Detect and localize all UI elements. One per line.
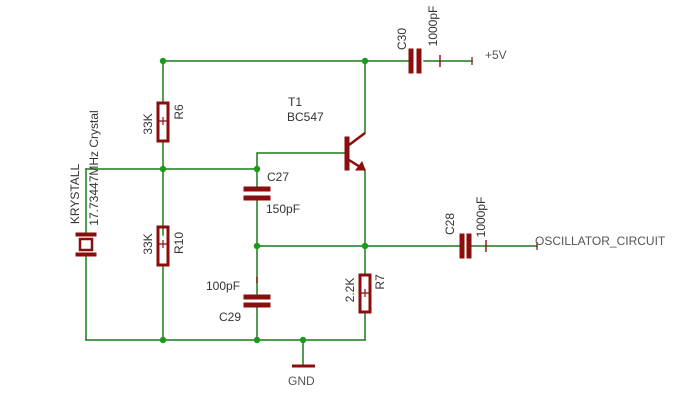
capacitor-c28-plate-left [459, 233, 465, 259]
resistor-r6-body [156, 101, 170, 143]
resistor-r7-body [358, 273, 372, 314]
wire-base [256, 152, 346, 170]
transistor-t1-collector-leg [348, 132, 366, 146]
capacitor-c30-name: C30 [395, 28, 409, 50]
resistor-r7: 2.2K R7 [343, 273, 387, 314]
capacitor-c28-value: 1000pF [474, 197, 488, 238]
capacitor-c29-name: C29 [219, 310, 241, 324]
resistor-r7-value: 2.2K [343, 278, 357, 303]
resistor-r7-name: R7 [373, 274, 387, 290]
junction-dot [253, 242, 261, 250]
transistor-t1-name: T1 [288, 95, 302, 109]
junction-dot [361, 57, 369, 65]
crystal-krystall: KRYSTALL 17.73447MHz Crystal [68, 110, 101, 257]
capacitor-c29-plate-bottom [243, 302, 271, 308]
capacitor-c29-value: 100pF [206, 279, 240, 293]
capacitor-c29-plate-top [243, 294, 271, 300]
capacitor-c30-value: 1000pF [426, 6, 440, 47]
crystal-plate-top [75, 232, 97, 237]
capacitor-c27: C27 150pF [243, 170, 300, 216]
output-net: OSCILLATOR_CIRCUIT [535, 234, 666, 250]
capacitor-c27-plate-bottom [243, 195, 271, 201]
capacitor-c30-plate-left [408, 48, 414, 74]
resistor-r6-plus [159, 117, 167, 125]
transistor-t1-emitter-arrow [355, 160, 366, 171]
resistor-r6-name: R6 [172, 104, 186, 120]
capacitor-c27-value: 150pF [266, 202, 300, 216]
capacitor-c27-plate-top [243, 186, 271, 192]
junctions [159, 57, 369, 344]
resistor-r10: 33K R10 [141, 225, 186, 267]
junction-dot [253, 336, 261, 344]
capacitor-c30: C30 1000pF [395, 6, 441, 74]
capacitor-c28-name: C28 [443, 213, 457, 235]
capacitor-c28-plate-right [466, 233, 472, 259]
resistor-r6-value: 33K [141, 113, 155, 134]
ground-symbol: GND [288, 364, 315, 388]
junction-dot [299, 336, 307, 344]
crystal-plate-bottom [75, 252, 97, 257]
resistor-r10-plus [159, 240, 167, 248]
capacitor-c30-plate-right [416, 48, 422, 74]
resistor-r7-plus [361, 289, 369, 297]
junction-dot [159, 336, 167, 344]
resistor-r10-value: 33K [141, 233, 155, 254]
resistor-r6: 33K R6 [141, 101, 186, 143]
junction-dot [253, 165, 261, 173]
crystal-value: 17.73447MHz Crystal [87, 110, 101, 225]
transistor-t1-value: BC547 [287, 110, 324, 124]
capacitor-c29: 100pF C29 [206, 277, 271, 324]
ground-label: GND [288, 374, 315, 388]
junction-dot [159, 57, 167, 65]
crystal-body [78, 237, 94, 252]
wires [85, 60, 538, 366]
vcc-label: +5V [485, 48, 507, 62]
junction-dot [361, 242, 369, 250]
capacitor-c27-name: C27 [267, 170, 289, 184]
transistor-t1: T1 BC547 [287, 95, 366, 172]
crystal-name: KRYSTALL [68, 164, 82, 225]
junction-dot [159, 165, 167, 173]
capacitor-c28: C28 1000pF [443, 197, 488, 259]
resistor-r10-name: R10 [172, 232, 186, 254]
resistor-r10-body [156, 225, 170, 267]
transistor-t1-base-bar [344, 136, 350, 171]
vcc-supply: +5V [471, 48, 507, 65]
output-label: OSCILLATOR_CIRCUIT [535, 234, 666, 248]
